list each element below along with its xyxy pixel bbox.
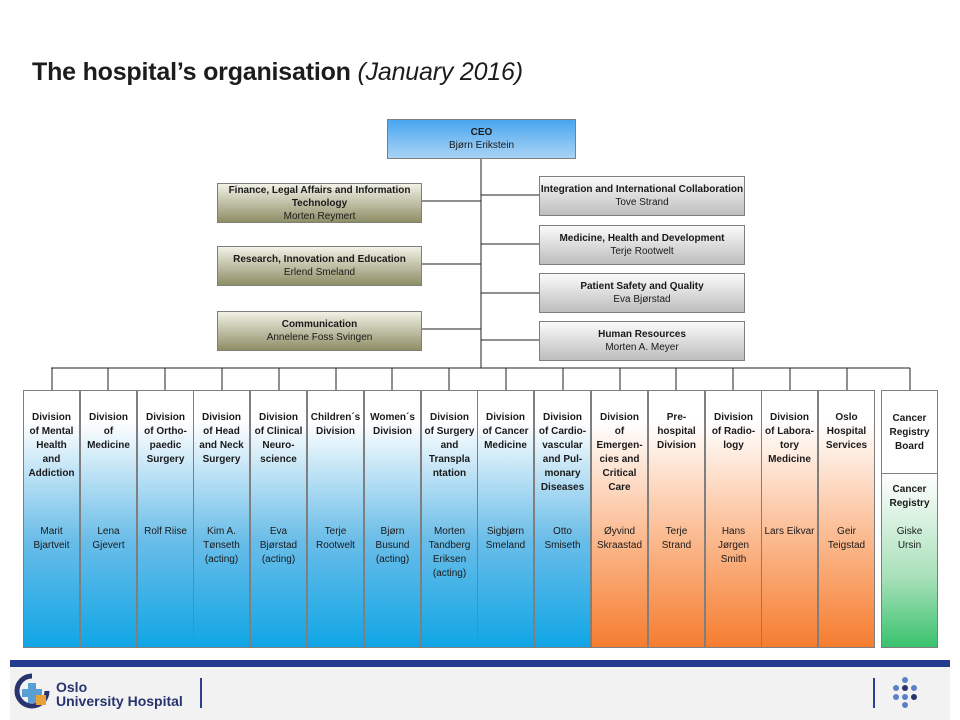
- division-head: Marit Bjartveit: [33, 526, 70, 551]
- staff-name: Annelene Foss Svingen: [266, 332, 373, 343]
- dots-icon: [893, 677, 917, 708]
- division-head: Sigbjørn Smeland: [485, 526, 526, 551]
- staff-role: Medicine, Health and Development: [559, 233, 725, 244]
- division-name: Division of Radio- logy: [711, 412, 756, 451]
- staff-role: Research, Innovation and Education: [233, 254, 406, 265]
- staff-communication: Communication Annelene Foss Svingen: [217, 311, 422, 351]
- division-name: Division of Surgery and Transpla ntation: [424, 412, 475, 479]
- staff-medicine-health-development: Medicine, Health and Development Terje R…: [539, 225, 745, 265]
- division-name: Children´s Division: [310, 412, 361, 437]
- division-box: Division of Cardio- vascular and Pul- mo…: [534, 390, 591, 648]
- staff-human-resources: Human Resources Morten A. Meyer: [539, 321, 745, 361]
- footer-separator: [873, 678, 875, 708]
- division-head: Lena Gjevert: [92, 526, 125, 551]
- division-name: Division of Emergen- cies and Critical C…: [596, 412, 643, 493]
- ceo-box: CEO Bjørn Erikstein: [387, 119, 576, 159]
- division-head: Lars Eikvar: [764, 526, 815, 537]
- oslo-logo-icon: [14, 673, 50, 709]
- division-name: Oslo Hospital Services: [825, 412, 868, 451]
- staff-integration-international: Integration and International Collaborat…: [539, 176, 745, 216]
- division-head: Geir Teigstad: [827, 526, 866, 551]
- staff-role: Human Resources: [598, 329, 686, 340]
- division-head: Kim A. Tønseth (acting): [203, 526, 240, 565]
- staff-role: Finance, Legal Affairs and Information T…: [228, 184, 411, 209]
- division-name: Division of Labora- tory Medicine: [765, 412, 814, 465]
- hospital-logo-text: Oslo University Hospital: [56, 680, 183, 708]
- logo-line-2: University Hospital: [56, 693, 183, 709]
- staff-name: Terje Rootwelt: [610, 246, 674, 257]
- staff-name: Eva Bjørstad: [613, 294, 671, 305]
- title-subtitle: (January 2016): [357, 58, 523, 86]
- division-head: Otto Smiseth: [544, 526, 581, 551]
- logo-line-1: Oslo: [56, 679, 88, 695]
- division-box: Division of Surgery and Transpla ntation…: [421, 390, 478, 648]
- staff-name: Morten Reymert: [283, 210, 356, 222]
- division-head: Eva Bjørstad (acting): [259, 526, 298, 565]
- staff-name: Tove Strand: [615, 197, 669, 208]
- division-head: Rolf Riise: [144, 526, 187, 537]
- staff-role: Patient Safety and Quality: [580, 281, 704, 292]
- footer-separator: [200, 678, 202, 708]
- division-name: Division of Cancer Medicine: [482, 412, 529, 451]
- division-name: Division of Medicine: [87, 412, 130, 451]
- division-head: Terje Strand: [661, 526, 692, 551]
- ceo-role: CEO: [470, 127, 493, 138]
- division-name: Division of Ortho- paedic Surgery: [144, 412, 187, 465]
- footer: [10, 667, 950, 720]
- staff-role: Communication: [281, 319, 358, 330]
- staff-role: Integration and International Collaborat…: [540, 184, 744, 195]
- page-title: The hospital’s organisation (January 201…: [32, 58, 523, 87]
- division-head: Bjørn Busund (acting): [375, 526, 410, 565]
- division-name: Division of Head and Neck Surgery: [199, 412, 244, 465]
- footer-bar: [10, 660, 950, 667]
- division-head: Hans Jørgen Smith: [717, 526, 750, 565]
- cancer-registry-board: Cancer Registry Board: [881, 390, 938, 473]
- ceo-name: Bjørn Erikstein: [448, 140, 514, 151]
- division-name: Division of Cardio- vascular and Pul- mo…: [538, 412, 587, 493]
- cancer-registry-head: Giske Ursin: [896, 526, 923, 551]
- staff-research-innovation-education: Research, Innovation and Education Erlen…: [217, 246, 422, 286]
- title-main: The hospital’s organisation: [32, 58, 351, 86]
- division-name: Division of Clinical Neuro- science: [254, 412, 303, 465]
- division-name: Division of Mental Health and Addiction: [28, 412, 75, 479]
- division-head: Morten Tandberg Eriksen (acting): [428, 526, 471, 579]
- division-name: Pre- hospital Division: [657, 412, 696, 451]
- staff-patient-safety-quality: Patient Safety and Quality Eva Bjørstad: [539, 273, 745, 313]
- cancer-registry-board-label: Cancer Registry Board: [889, 413, 930, 452]
- staff-finance-legal-it: Finance, Legal Affairs and Information T…: [217, 183, 422, 223]
- staff-name: Morten A. Meyer: [605, 342, 679, 353]
- staff-name: Erlend Smeland: [283, 267, 356, 278]
- division-head: Øyvind Skraastad: [596, 526, 643, 551]
- cancer-registry: Cancer Registry Giske Ursin: [881, 473, 938, 648]
- cancer-registry-name: Cancer Registry: [889, 484, 930, 509]
- division-box: Division of Emergen- cies and Critical C…: [591, 390, 648, 648]
- division-head: Terje Rootwelt: [316, 526, 355, 551]
- division-name: Women´s Division: [370, 412, 415, 437]
